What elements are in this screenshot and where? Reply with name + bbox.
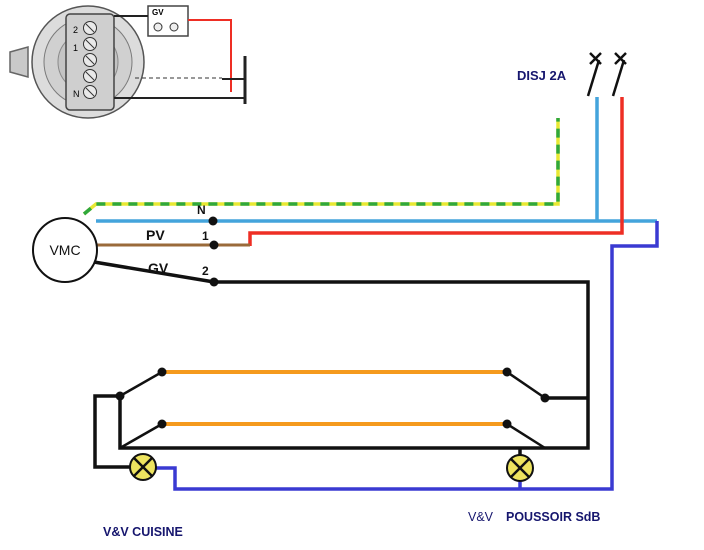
earth-wire-green-dashes <box>82 118 560 216</box>
two-way-switches <box>119 370 546 450</box>
breaker-blade <box>586 59 601 97</box>
switch2-blade-bottom <box>506 422 546 450</box>
gv-box-screw <box>169 22 179 32</box>
switch2-common-dot <box>540 393 550 403</box>
screw-slot <box>85 71 95 81</box>
vmc-unit-circle <box>32 217 98 283</box>
vmc-label: VMC <box>49 242 80 258</box>
breaker-label: DISJ 2A <box>517 68 567 83</box>
breaker-cross-tick <box>589 52 602 65</box>
motor-red-wire <box>188 19 232 92</box>
circuit-breaker: DISJ 2A <box>517 52 627 97</box>
gv-label: GV <box>148 260 169 276</box>
switch1-blade-bottom <box>119 422 163 450</box>
terminal-dot-2 <box>209 277 219 287</box>
terminal-dot-n <box>208 216 218 226</box>
terminal-label-1: 1 <box>202 229 209 243</box>
breaker-blade <box>611 59 626 97</box>
lamp-cuisine <box>129 453 157 481</box>
switch1-blade-top <box>119 370 163 398</box>
switch1-common-dot <box>115 391 125 401</box>
vmc-motor-illustration: 2 1 N GV <box>9 5 247 119</box>
gv-box-screw <box>153 22 163 32</box>
terminal-label-2: 2 <box>202 264 209 278</box>
gv-box-label: GV <box>152 8 164 17</box>
switch2-terminal-dot-bottom <box>502 419 512 429</box>
junction-dots <box>115 216 550 429</box>
caption-sdb: POUSSOIR SdB <box>506 510 600 524</box>
switch2-blade-top <box>506 370 546 400</box>
gv-black-run <box>93 280 590 469</box>
screw-slot <box>85 23 95 33</box>
pv-label: PV <box>146 227 165 243</box>
switch1-terminal-dot-top <box>157 367 167 377</box>
breaker-pole-left <box>586 52 602 97</box>
breaker-cross-tick <box>614 52 627 65</box>
switch2-terminal-dot-top <box>502 367 512 377</box>
screw-slot <box>85 87 95 97</box>
caption-sdb-prefix: V&V <box>468 510 494 524</box>
caption-cuisine: V&V CUISINE <box>103 525 183 539</box>
terminal-dot-1 <box>209 240 219 250</box>
live-wire-red <box>248 97 624 246</box>
earth-wire-yellow <box>82 118 560 216</box>
motor-terminal-label-2: 2 <box>73 25 78 35</box>
lamp-sdb <box>506 454 534 482</box>
switch1-terminal-dot-bottom <box>157 419 167 429</box>
terminal-screws <box>83 21 97 99</box>
terminal-label-n: N <box>197 203 206 217</box>
lamp-cross <box>510 458 530 478</box>
lamp-cross <box>133 457 153 477</box>
gv-pigtail-black <box>93 260 215 284</box>
return-wire-blue <box>156 221 659 491</box>
screw-slot <box>85 39 95 49</box>
screw-slot <box>85 55 95 65</box>
breaker-pole-right <box>611 52 627 97</box>
motor-terminal-label-1: 1 <box>73 43 78 53</box>
motor-shaft <box>9 46 29 78</box>
motor-terminal-label-n: N <box>73 89 80 99</box>
